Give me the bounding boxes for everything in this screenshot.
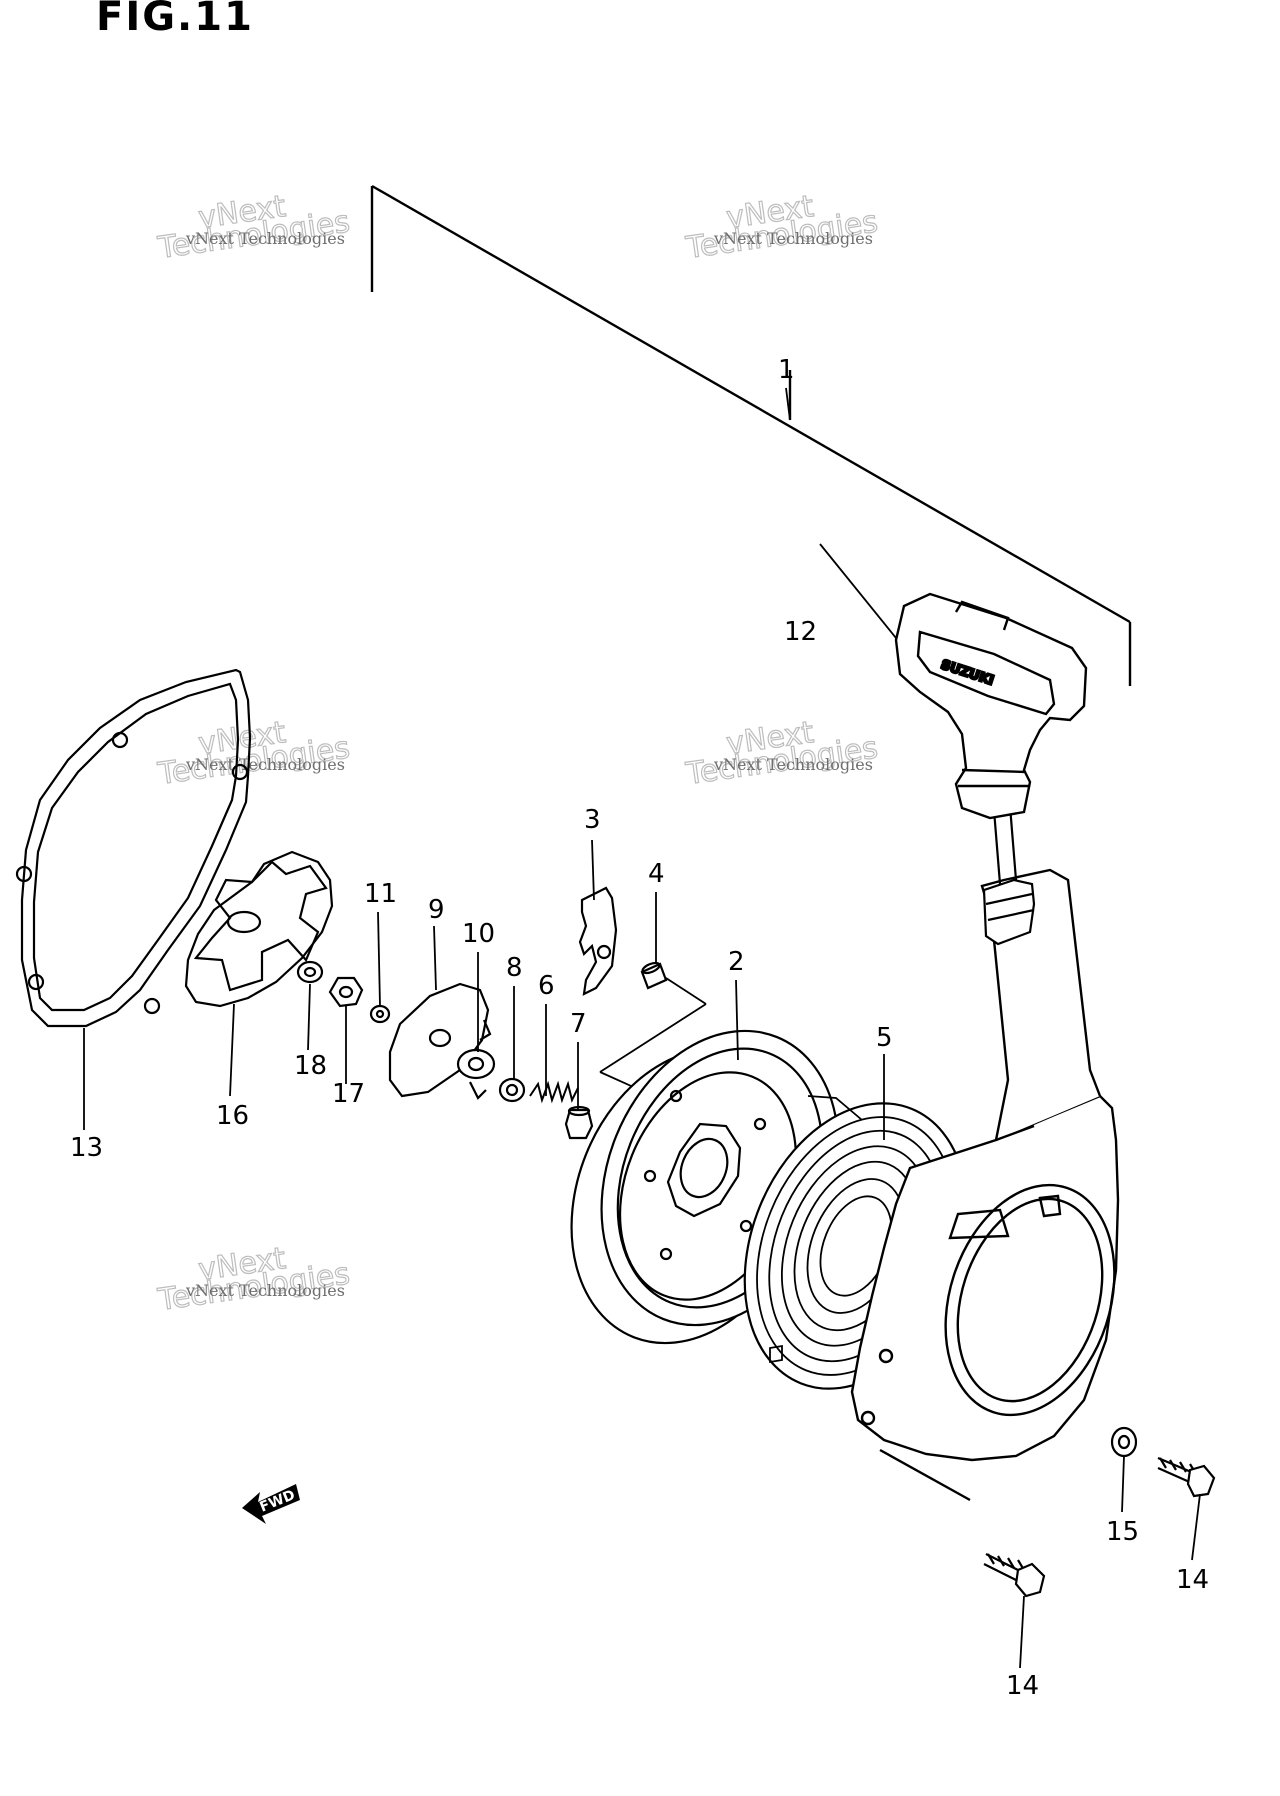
callout-15: 15 <box>1106 1517 1139 1547</box>
spring-part-6 <box>529 1080 579 1104</box>
drive-plate-part-16 <box>184 850 334 1008</box>
assembly-bracket <box>370 184 1132 686</box>
callout-14-right: 14 <box>1176 1565 1209 1595</box>
starter-case <box>850 868 1120 1502</box>
gasket-part-13 <box>15 668 252 1028</box>
callout-17: 17 <box>332 1079 365 1109</box>
friction-plate-part-9 <box>388 982 490 1098</box>
collar-part-7 <box>564 1105 594 1140</box>
bolt-part-14-bottom <box>983 1553 1046 1598</box>
ratchet-pawl-part-3 <box>578 886 618 996</box>
clip-part-11 <box>369 1004 391 1024</box>
callout-18: 18 <box>294 1051 327 1081</box>
watermark: Technologies vNext vNext Technologies <box>155 714 353 792</box>
callout-12: 12 <box>784 617 817 647</box>
ratchet-guide-part-10 <box>456 1019 496 1100</box>
callout-16: 16 <box>216 1101 249 1131</box>
washer-part-15 <box>1110 1426 1138 1458</box>
callout-7: 7 <box>570 1009 587 1039</box>
watermark: Technologies vNext vNext Technologies <box>155 1240 353 1318</box>
callout-11: 11 <box>364 879 397 909</box>
callout-13: 13 <box>70 1133 103 1163</box>
svg-text:vNext Technologies: vNext Technologies <box>185 1281 345 1300</box>
watermark: Technologies vNext vNext Technologies <box>683 714 881 792</box>
leader-lines <box>83 387 1201 1669</box>
washer-part-8 <box>498 1077 526 1103</box>
callout-1: 1 <box>778 355 795 385</box>
callout-14-bottom: 14 <box>1006 1671 1039 1701</box>
callout-4: 4 <box>648 859 665 889</box>
watermark: Technologies vNext vNext Technologies <box>155 188 353 266</box>
rope-guide <box>982 805 1036 946</box>
callout-9: 9 <box>428 895 445 925</box>
watermark: Technologies vNext vNext Technologies <box>683 188 881 266</box>
svg-text:vNext Technologies: vNext Technologies <box>713 229 873 248</box>
nut-part-17 <box>328 976 364 1008</box>
svg-text:vNext Technologies: vNext Technologies <box>185 229 345 248</box>
pull-handle-part-12: SUZUKI <box>894 592 1088 820</box>
washer-part-18 <box>296 960 324 984</box>
callout-2: 2 <box>728 947 745 977</box>
forward-arrow: FWD <box>242 1484 300 1524</box>
callout-3: 3 <box>584 805 601 835</box>
callout-6: 6 <box>538 971 555 1001</box>
callout-5: 5 <box>876 1023 893 1053</box>
callout-10: 10 <box>462 919 495 949</box>
figure-title: FIG.11 <box>96 0 254 40</box>
pin-part-4 <box>640 961 668 990</box>
svg-text:vNext Technologies: vNext Technologies <box>185 755 345 774</box>
fwd-label: FWD <box>258 1487 298 1516</box>
callout-8: 8 <box>506 953 523 983</box>
svg-text:vNext Technologies: vNext Technologies <box>713 755 873 774</box>
callout-labels: 1 2 3 4 5 6 7 8 9 10 11 12 13 14 14 15 1… <box>70 355 1209 1701</box>
bolt-part-14-right <box>1157 1456 1216 1498</box>
